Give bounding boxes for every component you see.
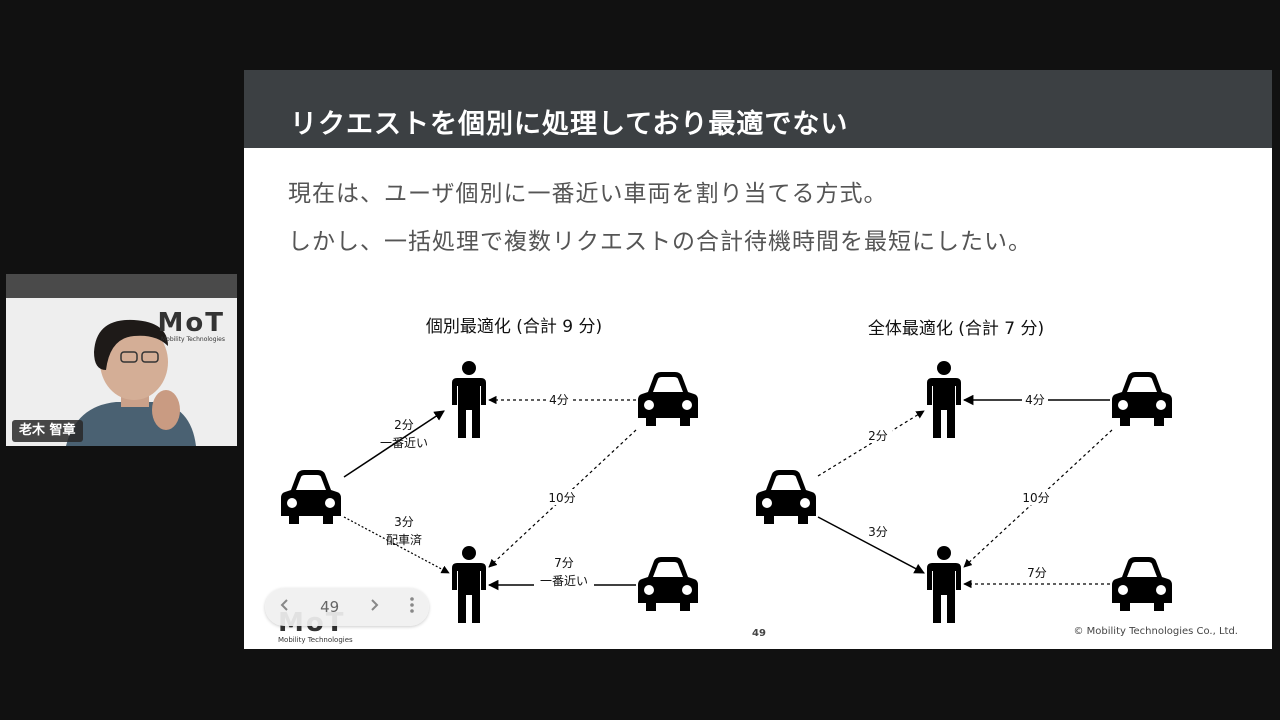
right-label-10min: 10分 [1022, 491, 1049, 505]
webcam-logo-text: Mobility Technologies [160, 336, 225, 343]
right-label-3min: 3分 [868, 525, 888, 539]
right-person-1 [927, 361, 961, 438]
slide-navigation: 49 [265, 588, 429, 626]
speaker-video [6, 298, 237, 446]
left-person-2 [452, 546, 486, 623]
speaker-name-label: 老木 智章 [12, 420, 83, 442]
right-diagram-title: 全体最適化 (合計 7 分) [868, 319, 1044, 339]
right-edge-topcar-person2 [963, 429, 1113, 568]
left-person-1 [452, 361, 486, 438]
left-label-7min: 7分 [554, 556, 574, 570]
right-label-2min: 2分 [868, 429, 888, 443]
left-label-4min: 4分 [549, 393, 569, 407]
right-person-2 [927, 546, 961, 623]
slide-body-line-1: 現在は、ユーザ個別に一番近い車両を割り当てる方式。 [288, 181, 888, 207]
right-car-top [1112, 372, 1172, 426]
left-car-start [281, 470, 341, 524]
left-label-3min: 3分 [394, 515, 414, 529]
mot-logo-text: Mobility Technologies [278, 636, 353, 644]
slide-nav-page-number: 49 [320, 598, 340, 616]
webcam-top-bar [6, 274, 237, 298]
webcam-logo: MoT Mobility Technologies [158, 310, 225, 343]
left-label-10min: 10分 [548, 491, 575, 505]
speaker-webcam: MoT Mobility Technologies 老木 智章 [6, 274, 237, 446]
right-edge-car-person2 [817, 516, 925, 574]
left-label-2min: 2分 [394, 418, 414, 432]
presentation-slide: リクエストを個別に処理しており最適でない 現在は、ユーザ個別に一番近い車両を割り… [244, 70, 1272, 649]
chevron-right-icon[interactable] [368, 598, 380, 616]
left-car-top [638, 372, 698, 426]
left-label-nearest-1: 一番近い [380, 436, 428, 450]
right-edge-car-person1 [817, 410, 925, 477]
right-car-start [756, 470, 816, 524]
more-vertical-icon[interactable] [409, 597, 415, 617]
right-label-7min: 7分 [1027, 566, 1047, 580]
left-label-dispatched: 配車済 [386, 532, 422, 547]
slide-page-number: 49 [752, 628, 766, 639]
right-label-4min: 4分 [1025, 393, 1045, 407]
slide-copyright: © Mobility Technologies Co., Ltd. [1073, 626, 1238, 637]
slide-header [244, 70, 1272, 148]
webcam-logo-mark: MoT [157, 308, 225, 338]
chevron-left-icon[interactable] [279, 598, 291, 616]
dispatch-diagram: 個別最適化 (合計 9 分) 4分 2分 一番近い 3分 配車済 10分 7分 … [281, 317, 1172, 623]
left-label-nearest-2: 一番近い [540, 574, 588, 588]
left-car-bottom [638, 557, 698, 611]
left-diagram-title: 個別最適化 (合計 9 分) [426, 317, 602, 337]
right-car-bottom [1112, 557, 1172, 611]
slide-title: リクエストを個別に処理しており最適でない [290, 109, 849, 140]
left-edge-car-person1 [343, 410, 445, 478]
slide-body-line-2: しかし、一括処理で複数リクエストの合計待機時間を最短にしたい。 [288, 229, 1032, 255]
